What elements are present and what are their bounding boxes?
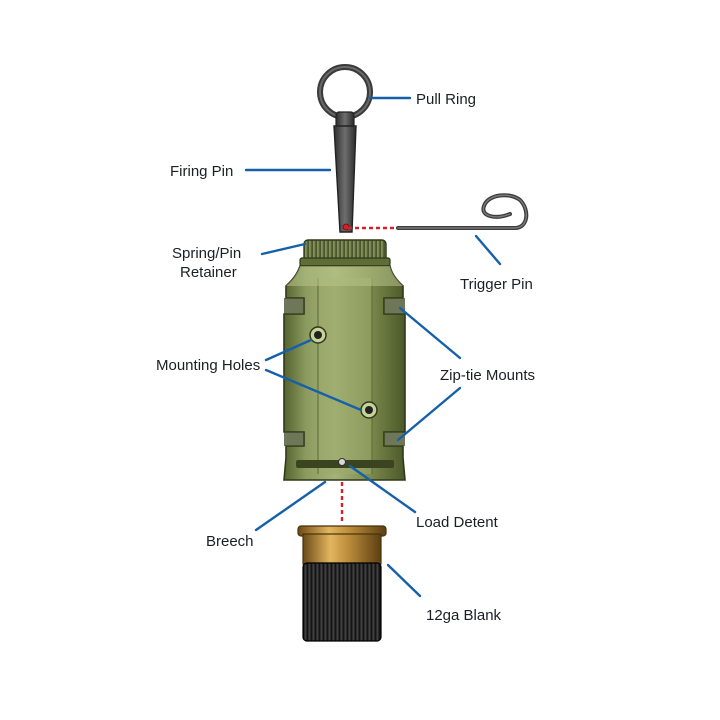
mounting-holes-leader-lower <box>264 368 363 412</box>
mounting-holes-leader-upper <box>264 338 313 362</box>
trigger-pin-label: Trigger Pin <box>460 276 533 293</box>
zip-tie-leader-lower <box>396 386 462 442</box>
load-detent-label: Load Detent <box>416 514 499 531</box>
retainer-leader <box>260 242 307 256</box>
firing-pin-label: Firing Pin <box>170 163 233 180</box>
spring-pin-retainer-label-line1: Spring/Pin <box>172 245 241 262</box>
launcher-body <box>283 265 406 481</box>
shotgun-blank-part <box>297 525 387 642</box>
zip-tie-leader-upper <box>398 306 462 360</box>
load-detent-part <box>338 458 346 466</box>
spring-pin-retainer-part <box>299 239 391 267</box>
breech-label: Breech <box>206 533 254 550</box>
mounting-hole-lower <box>360 401 378 419</box>
spring-pin-retainer-label-line2: Retainer <box>180 264 237 281</box>
firing-pin-part <box>333 111 357 233</box>
mounting-holes-label: Mounting Holes <box>156 357 260 374</box>
trigger-pin-leader <box>474 234 502 266</box>
blank-label: 12ga Blank <box>426 607 502 624</box>
breech-leader <box>254 480 327 532</box>
mounting-hole-upper <box>309 326 327 344</box>
blank-leader <box>386 563 422 598</box>
zip-tie-mounts-label: Zip-tie Mounts <box>440 367 535 384</box>
pull-ring-part <box>317 64 373 120</box>
load-detent-leader <box>348 464 417 514</box>
pull-ring-label: Pull Ring <box>416 91 476 108</box>
trigger-pin-part <box>396 193 529 230</box>
